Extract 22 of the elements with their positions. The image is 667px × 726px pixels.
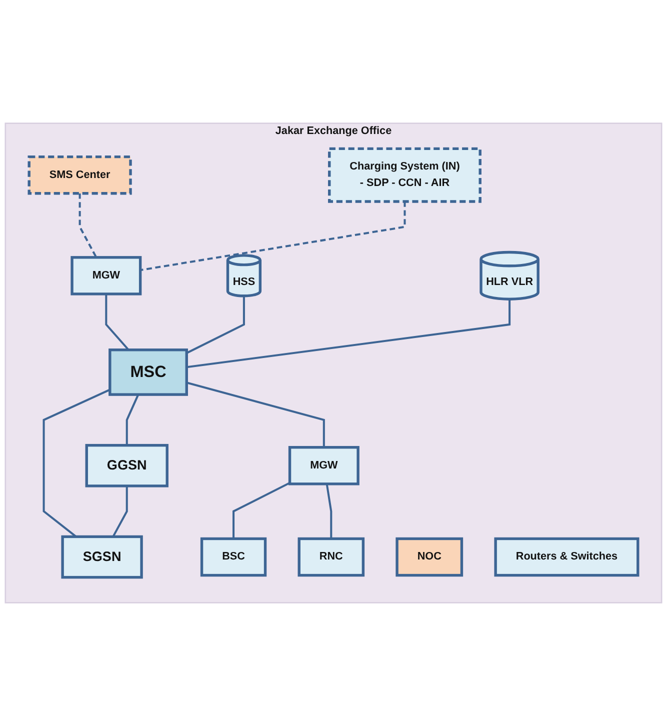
connector (186, 296, 245, 354)
node-box: MSC (108, 348, 188, 396)
connector (112, 486, 128, 538)
node-box: MGW (288, 446, 360, 486)
connector (78, 193, 98, 258)
node-box: SGSN (61, 535, 143, 579)
connector (126, 394, 140, 446)
connector (105, 294, 130, 351)
connector (186, 299, 511, 368)
node-box: Routers & Switches (494, 537, 640, 577)
connector (42, 388, 110, 538)
connector (140, 202, 406, 272)
connector (186, 382, 325, 448)
node-box: GGSN (85, 444, 168, 488)
node-box: NOC (396, 537, 464, 577)
node-box: Charging System (IN) - SDP - CCN - AIR (328, 147, 482, 203)
connector (326, 484, 332, 539)
node-box: BSC (200, 537, 267, 577)
node-box: RNC (298, 537, 365, 577)
connector (232, 482, 290, 539)
node-box: MGW (70, 256, 142, 296)
node-box: SMS Center (28, 155, 132, 195)
